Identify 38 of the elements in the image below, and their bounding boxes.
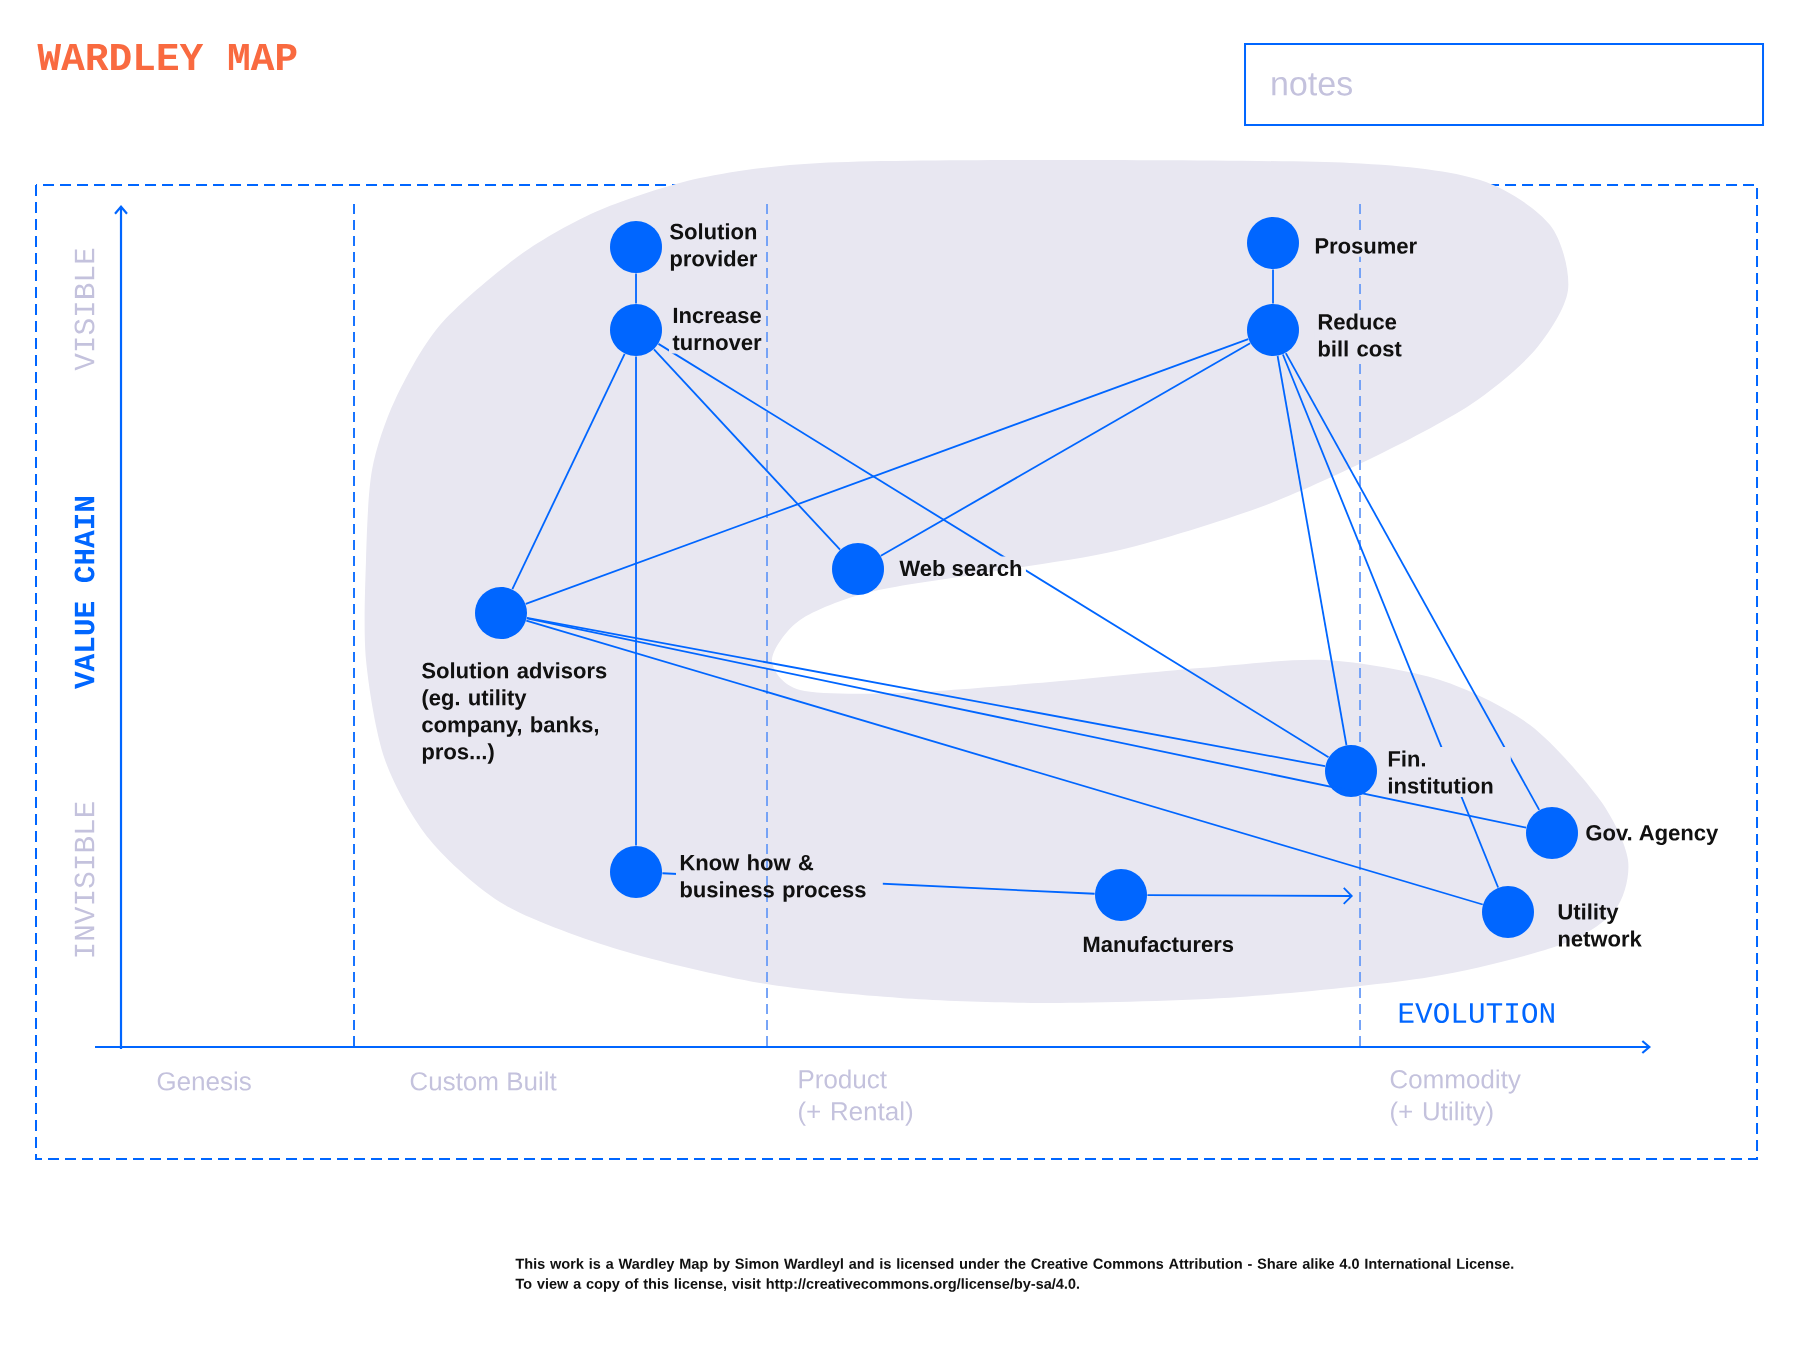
connector-line bbox=[880, 342, 1252, 557]
stage-label: Commodity (+ Utility) bbox=[1390, 1069, 1521, 1126]
connector-line bbox=[653, 348, 841, 551]
connector-line bbox=[511, 352, 626, 591]
component-label: Reduce bill cost bbox=[1314, 310, 1421, 360]
connector-line bbox=[525, 617, 1528, 829]
connector-line bbox=[1282, 353, 1500, 889]
component-label: Increase turnover bbox=[672, 307, 762, 351]
component-label: Manufacturers bbox=[1083, 935, 1234, 953]
component-label: Gov. Agency bbox=[1586, 825, 1719, 846]
component-label: Fin. institution bbox=[1388, 750, 1493, 794]
component-label: Utility network bbox=[1558, 903, 1642, 947]
stage-label: Custom Built bbox=[410, 1071, 557, 1091]
axis-title: EVOLUTION bbox=[1399, 1003, 1554, 1023]
component-label: Web search bbox=[899, 559, 1022, 577]
notes-field: notes bbox=[1244, 43, 1764, 126]
connector-line bbox=[635, 272, 637, 305]
license-text: This work is a Wardley Map by Simon Wardleyl and is licensed under the Creative Commons Attribution - Share alike 4.0 International License. To view a copy of this license, visit http://creativecommons.org/license/by-sa/4.0. bbox=[515, 1258, 1514, 1292]
stage-label: Product (+ Rental) bbox=[799, 1069, 913, 1126]
connector-line bbox=[526, 616, 1326, 768]
axis-title: VALUE CHAIN bbox=[74, 496, 95, 689]
component-label: Prosumer bbox=[1311, 235, 1421, 257]
connector-line bbox=[1284, 352, 1541, 811]
component-label: Solution provider bbox=[670, 223, 758, 271]
title: WARDLEY MAP bbox=[37, 44, 297, 70]
component-label: Know how & business process bbox=[680, 854, 866, 902]
connector-line bbox=[661, 872, 1096, 895]
axis-label: VISIBLE bbox=[74, 248, 95, 371]
connector-line bbox=[525, 619, 1484, 906]
connector-line bbox=[524, 338, 1250, 605]
axis-label: INVISIBLE bbox=[74, 802, 95, 957]
connector-line bbox=[1272, 268, 1274, 305]
connector-line bbox=[657, 342, 1330, 759]
stage-label: Genesis bbox=[157, 1071, 251, 1091]
connector-line bbox=[1276, 355, 1348, 746]
arrow bbox=[1146, 887, 1353, 905]
component-label: Solution advisors (eg. utility company, banks, pros...) bbox=[422, 662, 607, 764]
connector-line bbox=[635, 355, 637, 847]
